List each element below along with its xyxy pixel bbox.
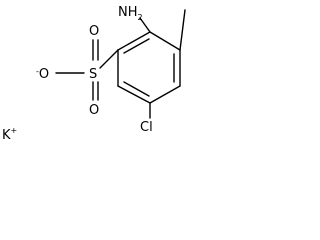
oxygen-bottom-label: O xyxy=(89,103,99,118)
oxygen-left-label: -O xyxy=(36,67,49,82)
ring-bond-5 xyxy=(117,85,151,104)
bond-to-amino xyxy=(139,17,151,33)
chemical-structure: NH2 S O O -O Cl K+ xyxy=(2,5,186,143)
ring-double-bond-inner-3 xyxy=(123,81,150,97)
potassium-label: K+ xyxy=(2,126,17,143)
benzene-ring xyxy=(117,31,181,104)
oxygen-top-label: O xyxy=(89,24,99,39)
ring-bond-1 xyxy=(117,31,151,51)
amino-label: NH2 xyxy=(118,5,143,22)
sulfur-label: S xyxy=(89,67,97,82)
bond-to-sulfur xyxy=(99,49,119,69)
bond-to-methyl xyxy=(179,9,186,51)
ring-bond-4 xyxy=(149,85,181,104)
ring-bond-2 xyxy=(149,31,181,51)
ring-double-bond-inner-1 xyxy=(123,38,150,54)
chlorine-label: Cl xyxy=(140,120,153,135)
